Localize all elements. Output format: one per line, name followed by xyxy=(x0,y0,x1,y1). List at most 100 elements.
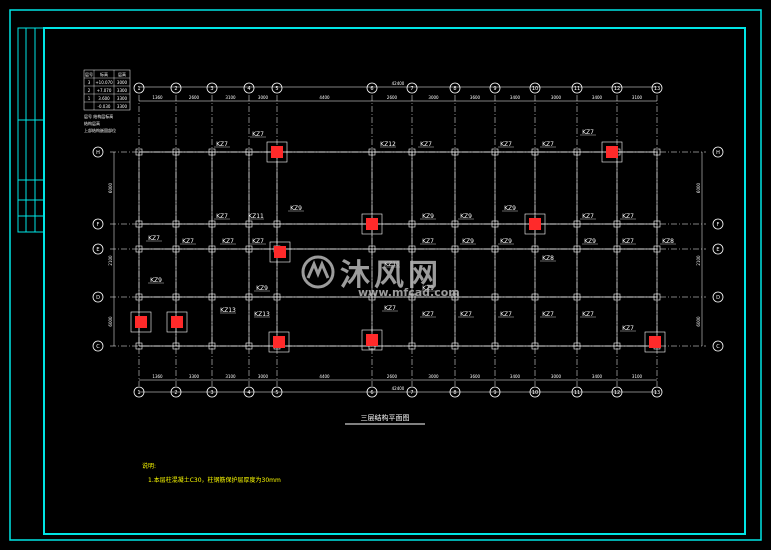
axis-bubble-right xyxy=(712,291,724,303)
axis-bubble-bottom xyxy=(366,386,378,398)
dimension-label: 3400 xyxy=(510,95,521,100)
dimension-label: 2600 xyxy=(387,374,398,379)
dimension-label: 2100 xyxy=(108,255,113,266)
column-label: KZ13 xyxy=(254,311,270,318)
dimension-label: 3300 xyxy=(189,374,200,379)
axis-bubble-top-label: 4 xyxy=(247,86,250,92)
column-detail-outline xyxy=(361,213,383,235)
dimension-label: 2600 xyxy=(189,95,200,100)
column-mark xyxy=(491,293,499,301)
dimension-label: 3600 xyxy=(470,374,481,379)
column-detail-red xyxy=(135,316,147,328)
column-label: KZ7 xyxy=(422,311,434,318)
level-table-cell: 3300 xyxy=(117,88,128,93)
dimension-label: 2600 xyxy=(387,95,398,100)
dimension-label: 3000 xyxy=(258,95,269,100)
watermark-logo-icon xyxy=(301,255,335,289)
column-mark xyxy=(273,293,281,301)
axis-bubble-left-label: D xyxy=(96,295,100,301)
watermark-title: 沐风网 xyxy=(340,258,442,293)
axis-bubble-top xyxy=(529,82,541,94)
column-mark xyxy=(531,293,539,301)
axis-bubble-left xyxy=(92,218,104,230)
column-label: KZ7 xyxy=(622,325,634,332)
level-table-border xyxy=(83,69,131,111)
axis-bubble-bottom-label: 2 xyxy=(174,390,177,396)
dimension-total-label: 42400 xyxy=(392,386,405,391)
axis-bubble-bottom xyxy=(611,386,623,398)
column-label: KZ7 xyxy=(422,238,434,245)
column-mark xyxy=(531,342,539,350)
level-table-header: 层高 xyxy=(118,71,126,77)
axis-bubble-bottom xyxy=(243,386,255,398)
axis-bubble-left-label: E xyxy=(96,247,99,253)
axis-bubble-bottom xyxy=(170,386,182,398)
column-detail-outline xyxy=(166,311,188,333)
axis-bubble-left xyxy=(92,146,104,158)
axis-bubble-bottom xyxy=(271,386,283,398)
axis-bubble-bottom-label: 4 xyxy=(247,390,250,396)
column-label: KZ7 xyxy=(182,238,194,245)
axis-bubble-top xyxy=(611,82,623,94)
dimension-label: 3100 xyxy=(225,374,236,379)
axis-bubble-bottom-label: 3 xyxy=(210,390,213,396)
dimension-label: 6000 xyxy=(696,316,701,327)
dimension-label: 3100 xyxy=(225,95,236,100)
column-mark xyxy=(273,220,281,228)
axis-bubble-right-label: H xyxy=(716,150,720,156)
axis-bubble-top-label: 8 xyxy=(453,86,456,92)
axis-bubble-top xyxy=(406,82,418,94)
axis-bubble-bottom-label: 10 xyxy=(532,390,538,396)
column-mark xyxy=(491,148,499,156)
column-label: KZ7 xyxy=(460,311,472,318)
axis-bubble-bottom-label: 1 xyxy=(137,390,140,396)
dimension-label: 3600 xyxy=(470,95,481,100)
column-label: KZ7 xyxy=(384,305,396,312)
column-label: KZ7 xyxy=(252,238,264,245)
level-table-cell: 3300 xyxy=(117,96,128,101)
axis-bubble-top-label: 12 xyxy=(614,86,620,92)
axis-bubble-right-label: D xyxy=(716,295,720,301)
column-detail-red xyxy=(171,316,183,328)
axis-bubble-top xyxy=(271,82,283,94)
axis-bubble-top-label: 13 xyxy=(654,86,660,92)
axis-bubble-top xyxy=(206,82,218,94)
dimension-label: 3000 xyxy=(258,374,269,379)
level-table-header: 标高 xyxy=(100,71,108,77)
column-detail-outline xyxy=(361,329,383,351)
axis-bubble-left-label: H xyxy=(96,150,100,156)
axis-bubble-top xyxy=(133,82,145,94)
axis-bubble-top-label: 1 xyxy=(137,86,140,92)
column-mark xyxy=(408,245,416,253)
axis-bubble-right-label: F xyxy=(717,222,720,228)
column-detail-red xyxy=(273,336,285,348)
column-label: KZ11 xyxy=(248,213,264,220)
column-mark xyxy=(451,293,459,301)
level-table-cell: 2 xyxy=(88,88,91,93)
column-label: KZ9 xyxy=(460,213,472,220)
column-mark xyxy=(208,293,216,301)
column-mark xyxy=(245,245,253,253)
axis-bubble-bottom xyxy=(406,386,418,398)
axis-bubble-right xyxy=(712,218,724,230)
dimension-label: 3000 xyxy=(428,95,439,100)
dimension-label: 3000 xyxy=(428,374,439,379)
column-detail-outline xyxy=(268,331,290,353)
level-table-cell: 3300 xyxy=(117,104,128,109)
column-label: KZ9 xyxy=(256,285,268,292)
axis-bubble-top xyxy=(489,82,501,94)
column-mark xyxy=(135,293,143,301)
column-detail-red xyxy=(271,146,283,158)
column-label: KZ7 xyxy=(542,311,554,318)
column-mark xyxy=(408,220,416,228)
axis-bubble-top-label: 3 xyxy=(210,86,213,92)
column-label: KZ7 xyxy=(500,141,512,148)
column-mark xyxy=(208,220,216,228)
column-mark xyxy=(368,293,376,301)
axis-bubble-left-label: C xyxy=(96,344,100,350)
column-label: KZ9 xyxy=(504,205,516,212)
column-mark xyxy=(245,342,253,350)
column-label: KZ7 xyxy=(582,311,594,318)
